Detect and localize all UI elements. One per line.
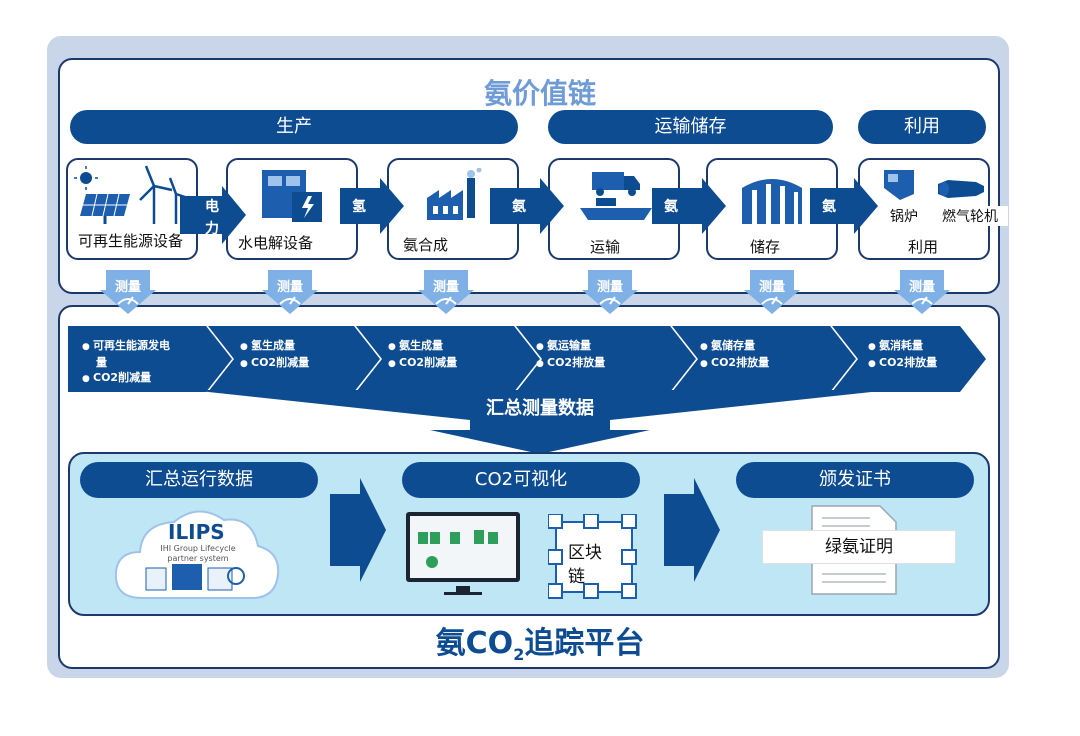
measure-arrow-5: 测量 [744, 270, 800, 318]
node-label-storage: 储存 [750, 238, 781, 256]
measure-label-3: 测量 [432, 280, 459, 295]
flow-label-electricity-1: 电 [205, 199, 219, 215]
measurement-1-line1: 可再生能源发电 [82, 338, 170, 355]
measure-arrow-4: 测量 [582, 270, 638, 318]
platform-step-visualize: CO2可视化 [402, 462, 640, 498]
stage-bar-production: 生产 [70, 110, 518, 144]
measurement-6-line1: 氨消耗量 [868, 338, 937, 355]
measurement-1-line1b: 量 [96, 356, 107, 369]
node-label-gas-turbine: 燃气轮机 [938, 206, 1008, 226]
measurement-2-line2: CO2削减量 [240, 355, 309, 372]
chain-title: 氨价值链 [483, 77, 596, 110]
flow-label-electricity-2: 力 [205, 221, 219, 237]
measure-arrow-6: 测量 [894, 270, 950, 318]
ilips-subtitle-2: partner system [167, 554, 229, 563]
measurement-4: 氨运输量 CO2排放量 [536, 338, 605, 372]
measurement-3: 氨生成量 CO2削减量 [388, 338, 457, 372]
measure-label-4: 测量 [596, 280, 623, 295]
measure-arrow-2: 测量 [262, 270, 318, 318]
platform-arrow-1 [330, 478, 386, 582]
measurement-1-line2: CO2削减量 [82, 370, 170, 387]
summary-funnel-arrow [190, 390, 890, 454]
ilips-subtitle-1: IHI Group Lifecycle [160, 544, 236, 553]
blockchain-label-1: 区块 [568, 543, 602, 563]
measure-label-6: 测量 [908, 280, 935, 295]
measurement-5-line1: 氨储存量 [700, 338, 769, 355]
factory-icon [427, 168, 482, 220]
measurement-6-line2: CO2排放量 [868, 355, 937, 372]
gas-turbine-icon [938, 180, 984, 198]
certificate-label: 绿氨证明 [762, 530, 956, 564]
value-chain-panel [58, 58, 1000, 294]
dashboard-monitor-icon [406, 512, 520, 595]
blockchain-label-2: 链 [568, 567, 585, 587]
platform-step-aggregate: 汇总运行数据 [80, 462, 318, 498]
platform-title-subscript: 2 [513, 645, 525, 664]
measurement-5-line2: CO2排放量 [700, 355, 769, 372]
measurement-4-line1: 氨运输量 [536, 338, 605, 355]
measure-arrow-1: 测量 [100, 270, 156, 318]
flow-label-ammonia-3: 氨 [822, 199, 836, 215]
measure-arrow-3: 测量 [418, 270, 474, 318]
node-label-utilization: 利用 [908, 238, 939, 256]
flow-label-hydrogen: 氢 [352, 199, 366, 215]
measure-label-5: 测量 [758, 280, 785, 295]
node-utilization: 锅炉 燃气轮机 利用 [858, 158, 1008, 260]
electrolyzer-icon [262, 170, 322, 222]
node-label-transport: 运输 [590, 238, 621, 256]
flow-label-ammonia-1: 氨 [512, 199, 526, 215]
measurement-6: 氨消耗量 CO2排放量 [868, 338, 937, 372]
blockchain-icon [548, 514, 637, 599]
truck-ship-icon [580, 172, 652, 220]
node-storage: 储存 [706, 158, 838, 260]
platform-title-suffix: 追踪平台 [524, 626, 645, 661]
measurement-2-line1: 氢生成量 [240, 338, 309, 355]
flow-arrow-hydrogen [340, 178, 404, 234]
solar-wind-icon [74, 165, 189, 224]
measurement-3-line2: CO2削减量 [388, 355, 457, 372]
measurement-chevrons [68, 326, 986, 392]
platform-arrow-2 [664, 478, 720, 582]
node-renewable-energy: 可再生能源设备 [66, 158, 198, 260]
platform-step-certificate: 颁发证书 [736, 462, 974, 498]
measure-label-2: 测量 [276, 280, 303, 295]
flow-arrow-ammonia-1 [490, 178, 564, 234]
measure-label-1: 测量 [114, 280, 141, 295]
node-label-synthesis: 氨合成 [403, 236, 449, 254]
platform-title-prefix: 氨CO [435, 626, 514, 661]
measurement-2: 氢生成量 CO2削减量 [240, 338, 309, 372]
boiler-icon [884, 170, 914, 200]
flow-arrow-ammonia-2 [652, 178, 726, 234]
node-transport: 运输 [548, 158, 680, 260]
summary-label: 汇总测量数据 [486, 398, 594, 419]
storage-tank-icon [742, 179, 802, 224]
ilips-cloud-icon [114, 510, 280, 599]
measurement-4-line2: CO2排放量 [536, 355, 605, 372]
platform-title: 氨CO2追踪平台 [0, 618, 1080, 664]
node-label-renewable: 可再生能源设备 [78, 232, 184, 250]
ilips-logo: ILIPS [168, 520, 225, 544]
stage-bar-utilization: 利用 [858, 110, 986, 144]
measurement-3-line1: 氨生成量 [388, 338, 457, 355]
measurement-1: 可再生能源发电 量 CO2削减量 [82, 338, 170, 387]
measurement-5: 氨储存量 CO2排放量 [700, 338, 769, 372]
flow-label-ammonia-2: 氨 [664, 199, 678, 215]
node-label-boiler: 锅炉 [890, 209, 918, 225]
stage-bar-transport-storage: 运输储存 [548, 110, 833, 144]
flow-arrow-ammonia-3 [810, 178, 878, 234]
node-label-electrolysis: 水电解设备 [238, 234, 314, 252]
flow-arrow-electricity [180, 186, 246, 244]
